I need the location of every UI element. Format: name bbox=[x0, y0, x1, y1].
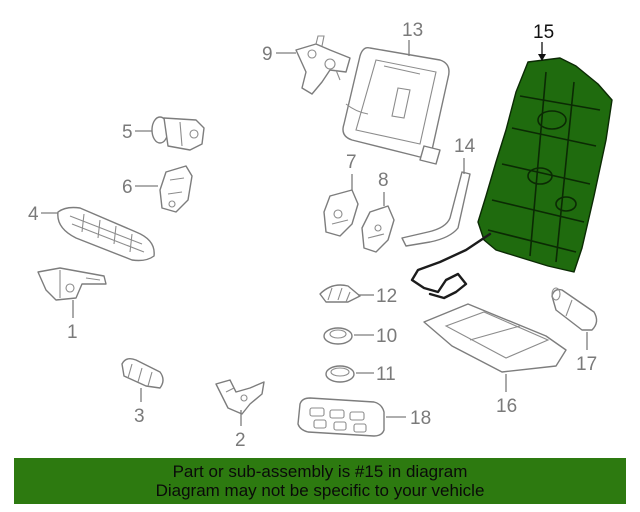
part-1-adjuster bbox=[37, 267, 107, 301]
part-11-ring bbox=[325, 365, 355, 383]
callout-13: 13 bbox=[402, 20, 423, 41]
callout-10: 10 bbox=[376, 326, 397, 347]
callout-15: 15 bbox=[533, 22, 554, 43]
info-banner: Part or sub-assembly is #15 in diagram D… bbox=[14, 458, 626, 504]
part-10-grommet bbox=[323, 327, 353, 345]
callout-6: 6 bbox=[122, 177, 133, 198]
part-6-actuator bbox=[159, 165, 193, 213]
callout-17: 17 bbox=[576, 354, 597, 375]
callout-12: 12 bbox=[376, 286, 397, 307]
callout-14: 14 bbox=[454, 136, 476, 157]
part-9-recliner-mechanism bbox=[295, 35, 351, 95]
callout-16: 16 bbox=[496, 396, 517, 417]
callout-9: 9 bbox=[262, 44, 273, 65]
part-2-bracket bbox=[215, 379, 265, 415]
callout-3: 3 bbox=[134, 406, 145, 427]
part-15-harness bbox=[410, 232, 492, 300]
callout-18: 18 bbox=[410, 408, 431, 429]
part-5-motor-unit bbox=[151, 116, 205, 151]
callout-7: 7 bbox=[346, 152, 357, 173]
callout-4: 4 bbox=[28, 204, 39, 225]
part-17-cylinder-motor bbox=[551, 287, 598, 331]
callout-1: 1 bbox=[67, 322, 78, 343]
part-4-seat-mat bbox=[57, 206, 155, 262]
callout-5: 5 bbox=[122, 122, 133, 143]
banner-line-1: Part or sub-assembly is #15 in diagram bbox=[172, 462, 468, 481]
callout-8: 8 bbox=[378, 170, 389, 191]
part-18-switch-panel bbox=[297, 397, 385, 437]
callout-2: 2 bbox=[235, 430, 246, 451]
part-14-trim-strip bbox=[401, 171, 471, 247]
part-3-small-motor bbox=[121, 357, 164, 389]
banner-line-2: Diagram may not be specific to your vehi… bbox=[155, 481, 485, 500]
part-16-cushion-tray bbox=[423, 303, 567, 373]
part-8-latch bbox=[361, 205, 395, 253]
parts-diagram: 13 9 5 6 4 1 bbox=[28, 20, 613, 451]
callout-11: 11 bbox=[376, 364, 396, 385]
part-15-seat-back-cushion bbox=[477, 57, 613, 273]
part-12-cover bbox=[319, 284, 361, 303]
part-7-latch bbox=[323, 189, 359, 237]
part-13-seat-back-panel bbox=[342, 46, 450, 165]
leader-15-arrow bbox=[538, 54, 546, 61]
